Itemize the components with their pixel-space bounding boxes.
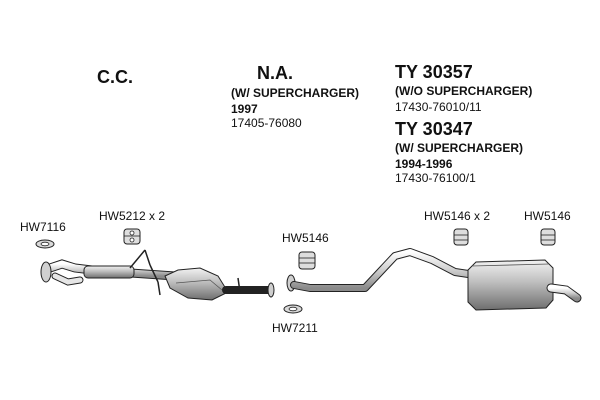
na-part-number: 17405-76080: [231, 116, 302, 130]
ty2-part-number: 17430-76100/1: [395, 171, 476, 185]
na-year: 1997: [231, 102, 258, 116]
part-label-hw5146-mid: HW5146: [282, 231, 329, 245]
ty1-variant: (W/O SUPERCHARGER): [395, 84, 533, 98]
part-label-hw7211: HW7211: [272, 321, 318, 335]
gasket-icon: [283, 304, 303, 314]
rubber-hanger-icon: [123, 228, 141, 245]
na-label: N.A.: [257, 63, 293, 83]
ty2-years: 1994-1996: [395, 157, 453, 171]
rear-pipe-icon: [286, 248, 479, 292]
rubber-hanger-icon: [298, 251, 316, 270]
rubber-hanger-icon: [453, 228, 469, 246]
catalytic-converter-icon: [164, 267, 275, 301]
front-pipe-icon: [40, 249, 180, 296]
part-label-hw5146-right: HW5146: [524, 209, 571, 223]
part-label-hw5212: HW5212 x 2: [99, 209, 166, 223]
part-label-hw7116: HW7116: [20, 220, 66, 234]
cc-label: C.C.: [97, 67, 133, 87]
ty2-code: TY 30347: [395, 119, 473, 139]
ty1-code: TY 30357: [395, 62, 473, 82]
rubber-hanger-icon: [540, 228, 556, 246]
gasket-icon: [35, 239, 55, 249]
part-label-hw5146-x2: HW5146 x 2: [424, 209, 491, 223]
ty2-variant: (W/ SUPERCHARGER): [395, 141, 523, 155]
na-variant: (W/ SUPERCHARGER): [231, 86, 359, 100]
muffler-icon: [467, 259, 582, 311]
ty1-part-number: 17430-76010/11: [395, 100, 482, 114]
